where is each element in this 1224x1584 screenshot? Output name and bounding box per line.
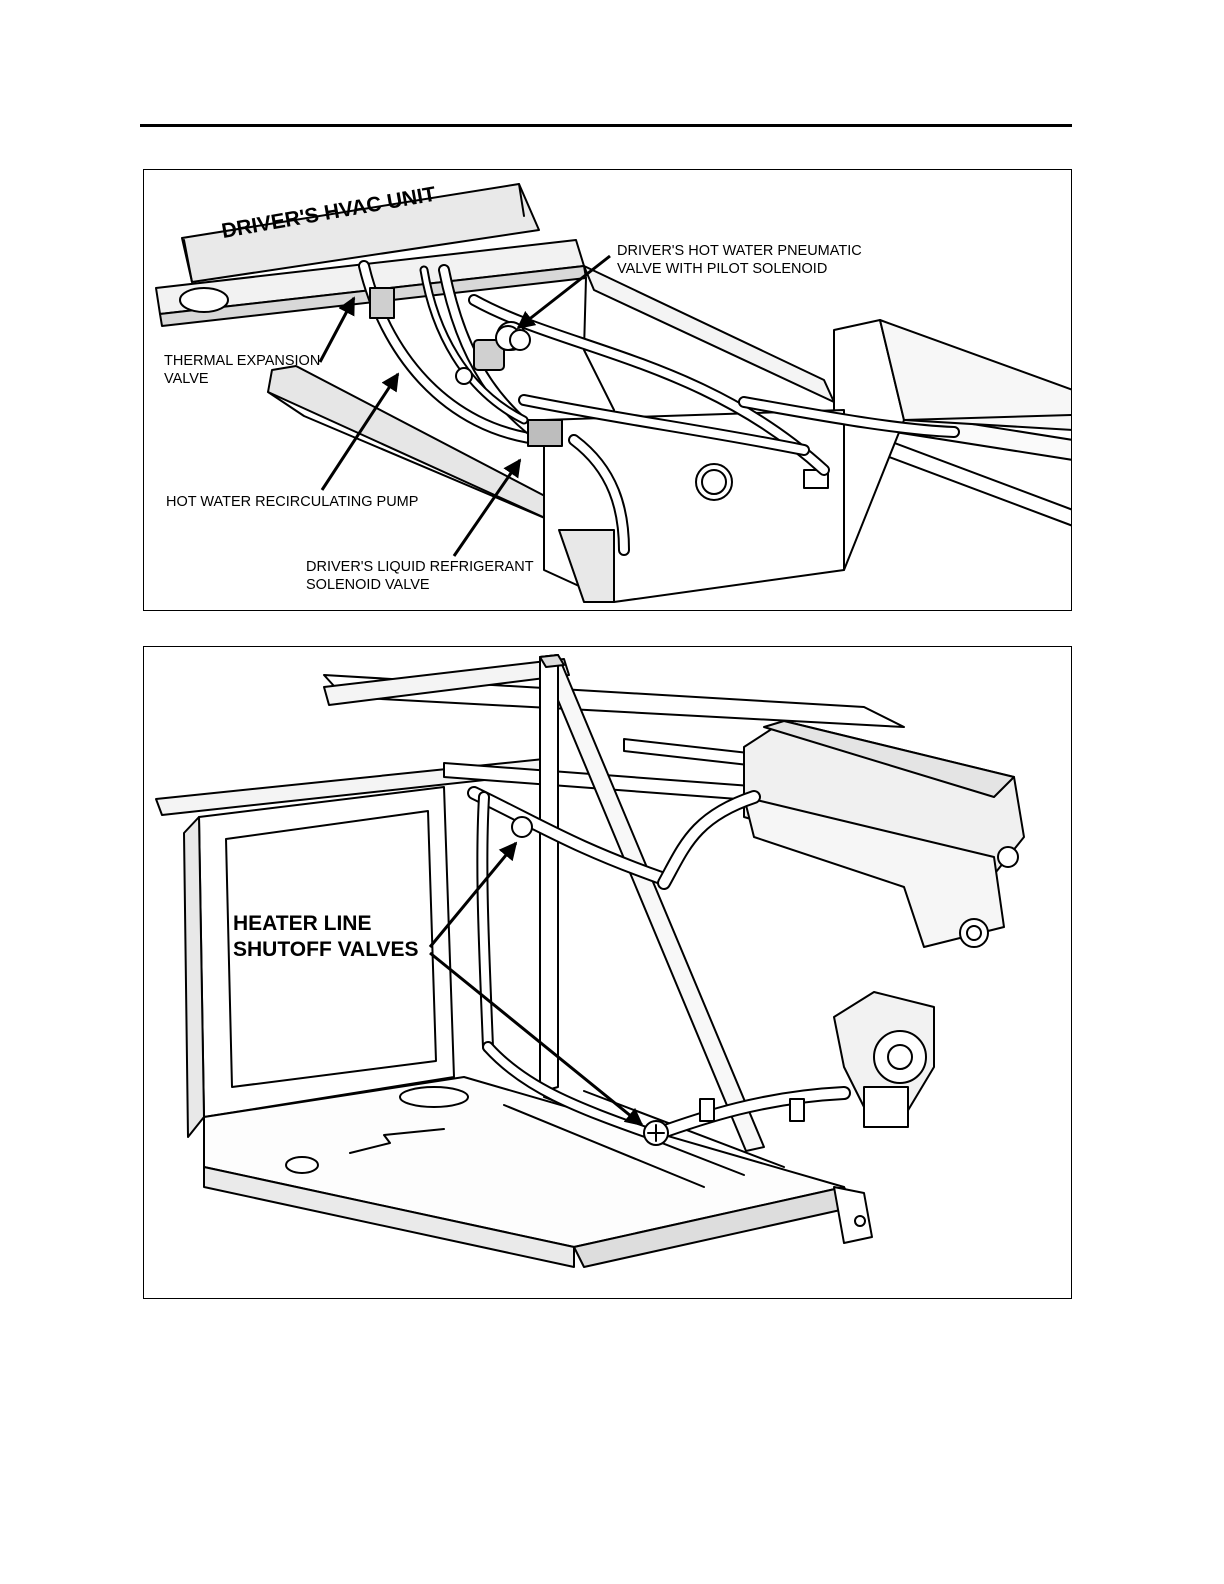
- heater-line-drawing: [144, 647, 1072, 1299]
- label-heater-line-shutoff-valves: HEATER LINE SHUTOFF VALVES: [233, 911, 419, 963]
- label-pneumatic-valve: DRIVER'S HOT WATER PNEUMATIC VALVE WITH …: [617, 242, 862, 278]
- hvac-unit-drawing: [144, 170, 1072, 611]
- label-thermal-expansion-valve: THERMAL EXPANSION VALVE: [164, 352, 320, 388]
- header-rule: [140, 124, 1072, 127]
- heater-line-figure: HEATER LINE SHUTOFF VALVES: [143, 646, 1072, 1299]
- label-recirculating-pump: HOT WATER RECIRCULATING PUMP: [166, 493, 418, 511]
- label-liquid-solenoid-valve: DRIVER'S LIQUID REFRIGERANT SOLENOID VAL…: [306, 558, 534, 594]
- hvac-unit-figure: DRIVER'S HVAC UNIT DRIVER'S HOT WATER PN…: [143, 169, 1072, 611]
